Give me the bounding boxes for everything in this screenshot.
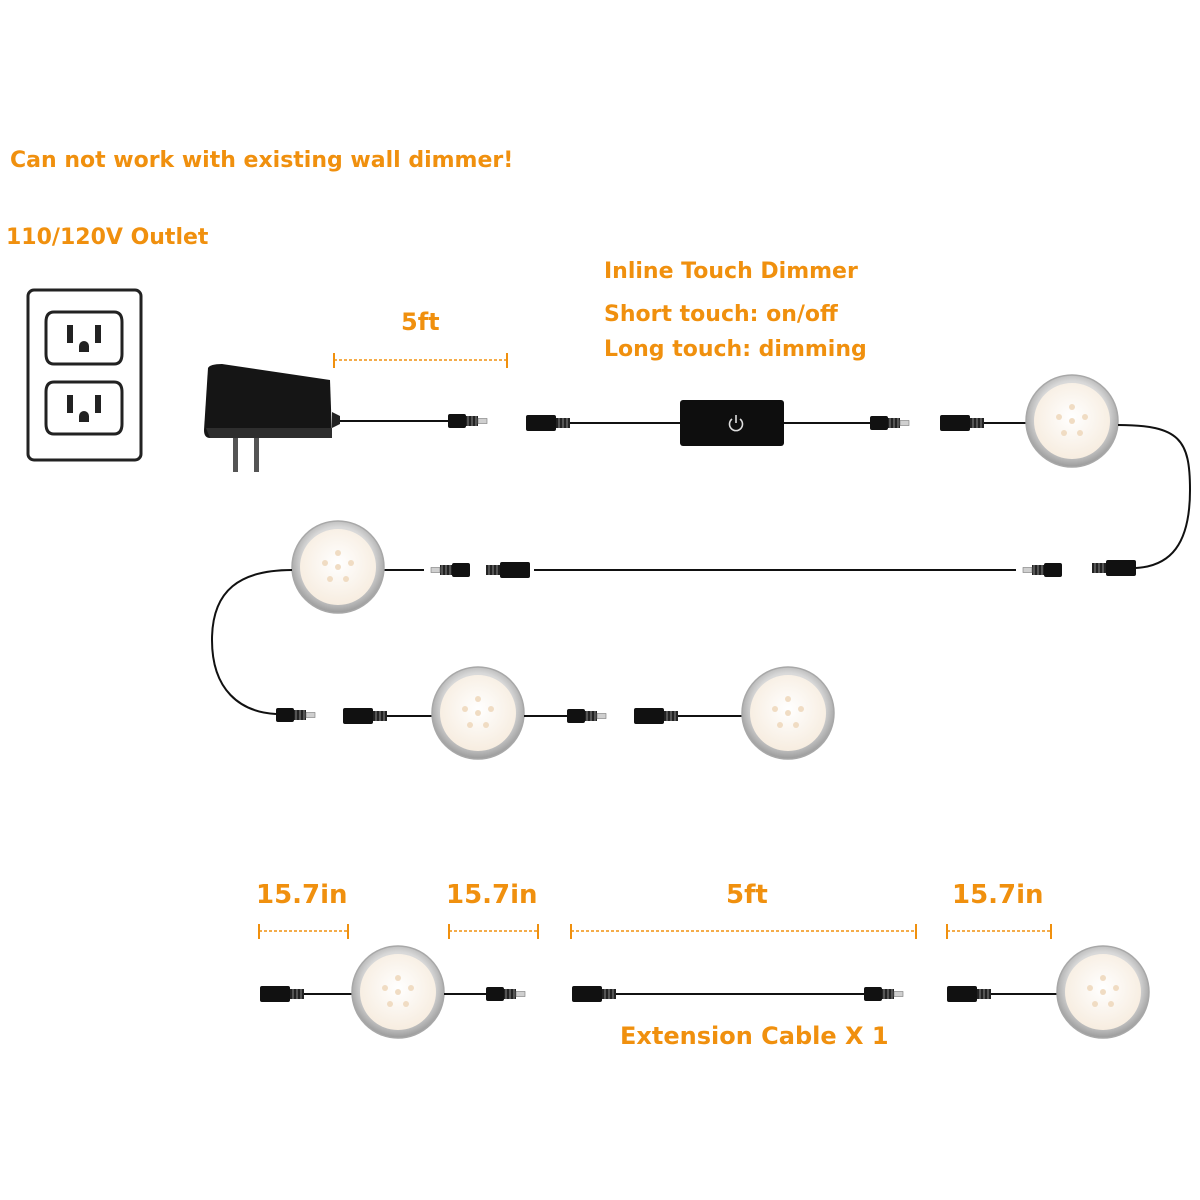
duplex-outlet-icon <box>26 288 143 462</box>
dimmer-title: Inline Touch Dimmer <box>604 259 858 284</box>
extension-length: 5ft <box>726 880 768 910</box>
warning-text: Can not work with existing wall dimmer! <box>10 148 514 173</box>
dimmer-long-touch: Long touch: dimming <box>604 337 867 362</box>
inline-touch-dimmer <box>680 400 784 446</box>
outlet-label: 110/120V Outlet <box>6 225 209 250</box>
puck-lead-length-right: 15.7in <box>446 880 538 910</box>
led-puck-light-1 <box>1025 374 1119 468</box>
power-adapter-icon <box>204 364 340 472</box>
dimmer-short-touch: Short touch: on/off <box>604 302 838 327</box>
led-puck-light-single <box>351 945 445 1039</box>
led-puck-light-2 <box>291 520 385 614</box>
puck-lead-length-left: 15.7in <box>256 880 348 910</box>
adapter-cable-dimension <box>333 353 508 368</box>
led-puck-light-3 <box>431 666 525 760</box>
dimension-brackets <box>258 924 1052 939</box>
extension-caption: Extension Cable X 1 <box>620 1022 889 1050</box>
led-puck-light-4 <box>741 666 835 760</box>
puck-lead-length-single: 15.7in <box>952 880 1044 910</box>
adapter-cable-length: 5ft <box>401 308 440 336</box>
led-puck-light-end <box>1056 945 1150 1039</box>
power-symbol-icon <box>728 415 744 432</box>
